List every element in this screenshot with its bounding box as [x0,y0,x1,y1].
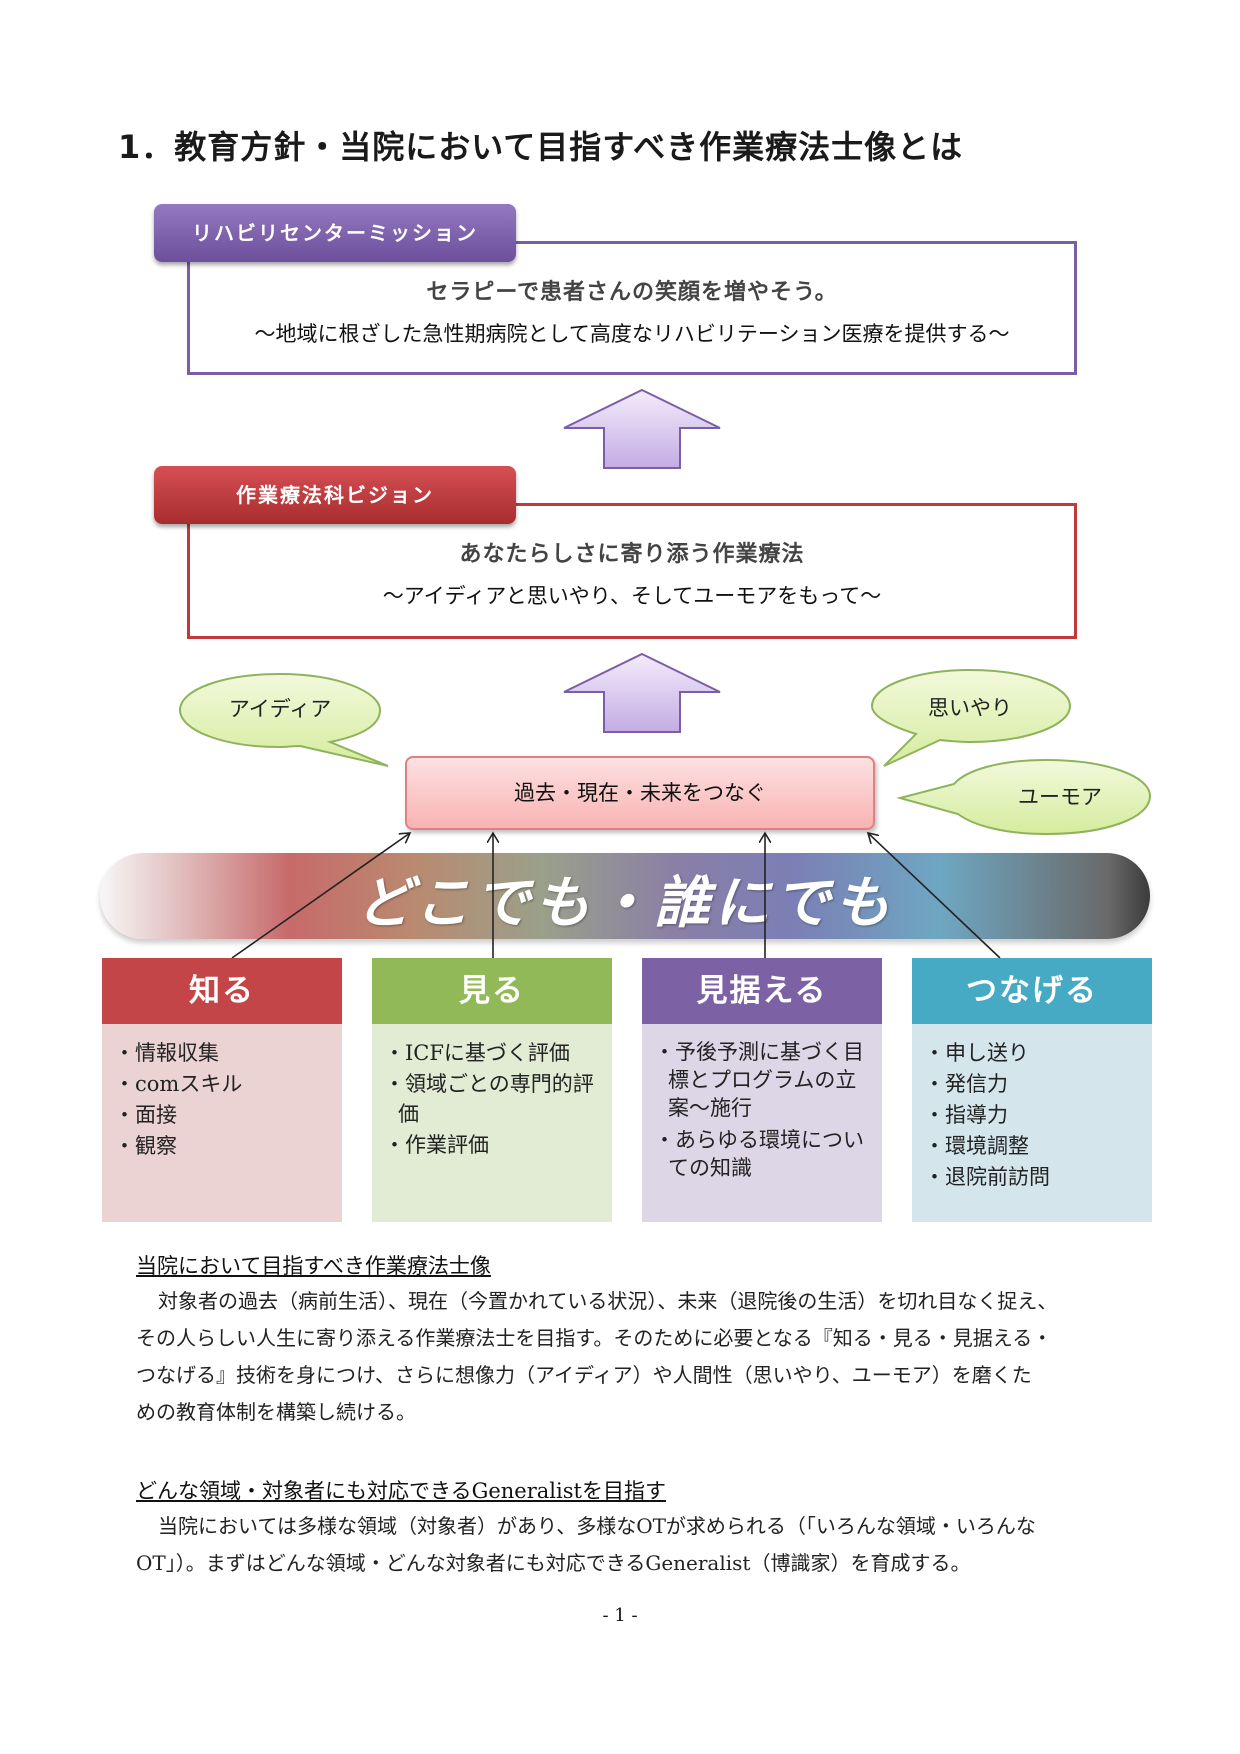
section1-heading: 当院において目指すべき作業療法士像 [136,1254,491,1278]
connector-arrow [868,833,1001,959]
paragraph-line: 当院においては多様な領域（対象者）があり、多様なOTが求められる（「いろんな領域… [158,1514,1036,1538]
page-title: 1．教育方針・当院において目指すべき作業療法士像とは [118,128,964,166]
page-number: - 1 - [602,1605,638,1626]
mission-sub-text: 〜地域に根ざした急性期病院として高度なリハビリテーション医療を提供する〜 [254,322,1010,346]
rainbow-band [100,853,1150,939]
column-title: つなげる [912,958,1152,1024]
list-item: ・情報収集 [114,1041,219,1065]
vision-tab: 作業療法科ビジョン [154,466,516,524]
column-body: ・ICFに基づく評価 ・領域ごとの専門的評価 ・作業評価 [372,1024,612,1222]
section2-heading: どんな領域・対象者にも対応できるGeneralistを目指す [136,1479,666,1503]
vision-sub-text: 〜アイディアと思いやり、そしてユーモアをもって〜 [382,584,882,608]
list-item: ・領域ごとの専門的評価 [384,1072,594,1126]
list-item: ・comスキル [114,1072,243,1096]
column-title: 見る [372,958,612,1024]
list-item: ・予後予測に基づく目標とプログラムの立案〜施行 [654,1040,864,1120]
paragraph-line: OT」）。まずはどんな領域・どんな対象者にも対応できるGeneralist（博識… [136,1551,971,1575]
section1-paragraph: 対象者の過去（病前生活）、現在（今置かれている状況）、未来（退院後の生活）を切れ… [136,1283,1136,1431]
rainbow-text: どこでも・誰にでも [355,870,895,936]
column-miru: 見る ・ICFに基づく評価 ・領域ごとの専門的評価 ・作業評価 [372,958,612,1222]
paragraph-line: その人らしい人生に寄り添える作業療法士を目指す。そのために必要となる『知る・見る… [136,1326,1053,1350]
section2-paragraph: 当院においては多様な領域（対象者）があり、多様なOTが求められる（「いろんな領域… [136,1508,1136,1582]
column-shiru: 知る ・情報収集 ・comスキル ・面接 ・観察 [102,958,342,1222]
list-item: ・発信力 [924,1072,1008,1096]
humor-speech-bubble [896,758,1152,836]
up-arrow-icon [563,652,721,733]
idea-bubble-text: アイディア [228,697,332,721]
list-item: ・あらゆる環境についての知識 [654,1128,864,1180]
bridge-box: 過去・現在・未来をつなぐ [405,756,875,830]
omoiyari-speech-bubble [870,668,1072,767]
column-misueru: 見据える ・予後予測に基づく目標とプログラムの立案〜施行 ・あらゆる環境について… [642,958,882,1222]
mission-box: セラピーで患者さんの笑顔を増やそう。 〜地域に根ざした急性期病院として高度なリハ… [187,241,1077,375]
omoiyari-bubble-text: 思いやり [928,696,1012,720]
column-body: ・予後予測に基づく目標とプログラムの立案〜施行 ・あらゆる環境についての知識 [642,1024,882,1222]
connector-arrow [231,833,410,959]
mission-tab: リハビリセンターミッション [154,204,516,262]
list-item: ・申し送り [924,1041,1029,1065]
vision-main-text: あなたらしさに寄り添う作業療法 [459,542,805,567]
list-item: ・指導力 [924,1103,1008,1127]
column-title: 知る [102,958,342,1024]
column-body: ・申し送り ・発信力 ・指導力 ・環境調整 ・退院前訪問 [912,1024,1152,1222]
column-body: ・情報収集 ・comスキル ・面接 ・観察 [102,1024,342,1222]
list-item: ・面接 [114,1103,177,1127]
column-tsunageru: つなげる ・申し送り ・発信力 ・指導力 ・環境調整 ・退院前訪問 [912,958,1152,1222]
paragraph-line: 対象者の過去（病前生活）、現在（今置かれている状況）、未来（退院後の生活）を切れ… [158,1289,1058,1313]
list-item: ・観察 [114,1134,177,1158]
connector-arrows [231,0,1001,959]
mission-main-text: セラピーで患者さんの笑顔を増やそう。 [426,280,838,305]
list-item: ・環境調整 [924,1134,1029,1158]
list-item: ・作業評価 [384,1133,489,1157]
vision-box: あなたらしさに寄り添う作業療法 〜アイディアと思いやり、そしてユーモアをもって〜 [187,503,1077,639]
column-title: 見据える [642,958,882,1024]
list-item: ・ICFに基づく評価 [384,1041,570,1065]
list-item: ・退院前訪問 [924,1165,1050,1189]
humor-bubble-text: ユーモア [1018,785,1102,809]
paragraph-line: つなげる』技術を身につけ、さらに想像力（アイディア）や人間性（思いやり、ユーモア… [136,1363,1032,1387]
paragraph-line: めの教育体制を構築し続ける。 [136,1400,416,1424]
up-arrow-icon [563,388,721,469]
idea-speech-bubble [178,672,389,767]
